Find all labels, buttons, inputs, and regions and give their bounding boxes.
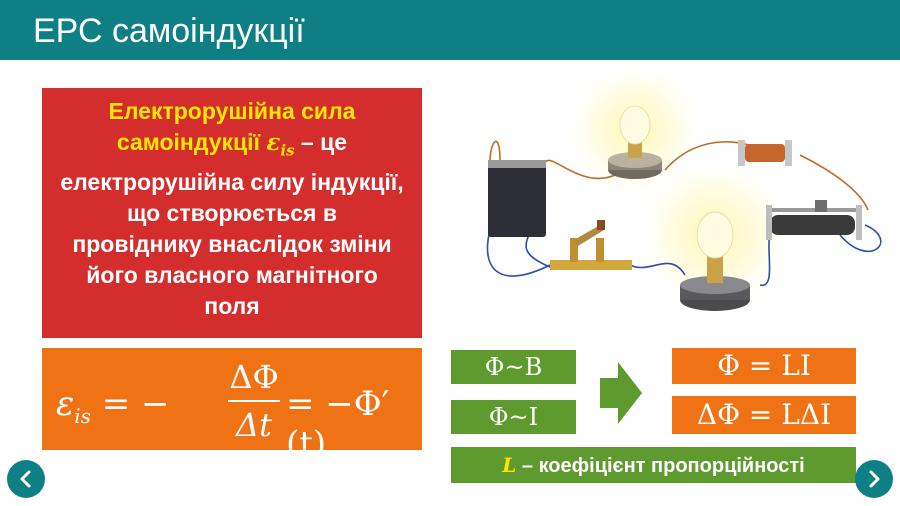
definition-line-1: Електрорушійна сила <box>108 98 356 124</box>
chevron-right-icon <box>869 470 880 488</box>
formula-box: εis = − ΔΦ Δt = −Φ′(t) <box>42 348 422 464</box>
formula-denominator: Δt <box>236 406 272 444</box>
formula-dphi-ldi: ΔΦ = LΔI <box>672 396 856 434</box>
definition-term: самоіндукції <box>116 129 267 155</box>
definition-line-2: самоіндукції εis – це <box>42 127 422 167</box>
formula-lhs: εis = − <box>56 384 170 428</box>
formula-numerator: ΔΦ <box>229 358 279 396</box>
inductor-coil <box>745 144 785 162</box>
battery <box>488 165 546 237</box>
emf-symbol-subscript: is <box>280 141 295 160</box>
definition-dash: – це <box>294 129 348 155</box>
battery-top <box>488 160 546 168</box>
formula-emf-symbol: ε <box>56 384 75 424</box>
formula-phi-li: Φ = LI <box>672 348 856 384</box>
note-symbol: L <box>502 453 517 477</box>
definition-text: електрорушійна силу індукції, що створює… <box>60 168 404 319</box>
next-slide-button[interactable] <box>855 460 893 498</box>
slide-title: ЕРС самоіндукції <box>33 12 305 50</box>
right-arrow-icon <box>600 362 642 424</box>
lamp-bulb-top <box>619 105 651 145</box>
circuit-illustration <box>486 60 882 315</box>
lamp-bulb-bottom <box>696 211 734 259</box>
proportion-phi-b: Φ~B <box>451 350 576 384</box>
rheostat-slider <box>815 200 827 212</box>
formula-equals-minus: = − <box>90 384 170 424</box>
chevron-left-icon <box>20 470 31 488</box>
definition-box: Електрорушійна сила самоіндукції εis – ц… <box>42 88 422 338</box>
proportionality-note: L – коефіцієнт пропорційності <box>451 447 856 483</box>
rheostat <box>770 215 855 235</box>
emf-symbol: ε <box>266 129 281 156</box>
note-text: – коефіцієнт пропорційності <box>516 455 805 477</box>
formula-rhs: = −Φ′(t) <box>286 384 390 464</box>
formula-emf-subscript: is <box>74 403 91 428</box>
switch-lever <box>574 225 604 246</box>
prev-slide-button[interactable] <box>7 460 45 498</box>
proportion-phi-i: Φ~I <box>451 400 576 434</box>
formula-fraction: ΔΦ Δt <box>228 358 280 444</box>
slide-header: ЕРС самоіндукції <box>0 0 900 60</box>
switch-base <box>550 260 632 270</box>
fraction-bar <box>228 400 280 402</box>
